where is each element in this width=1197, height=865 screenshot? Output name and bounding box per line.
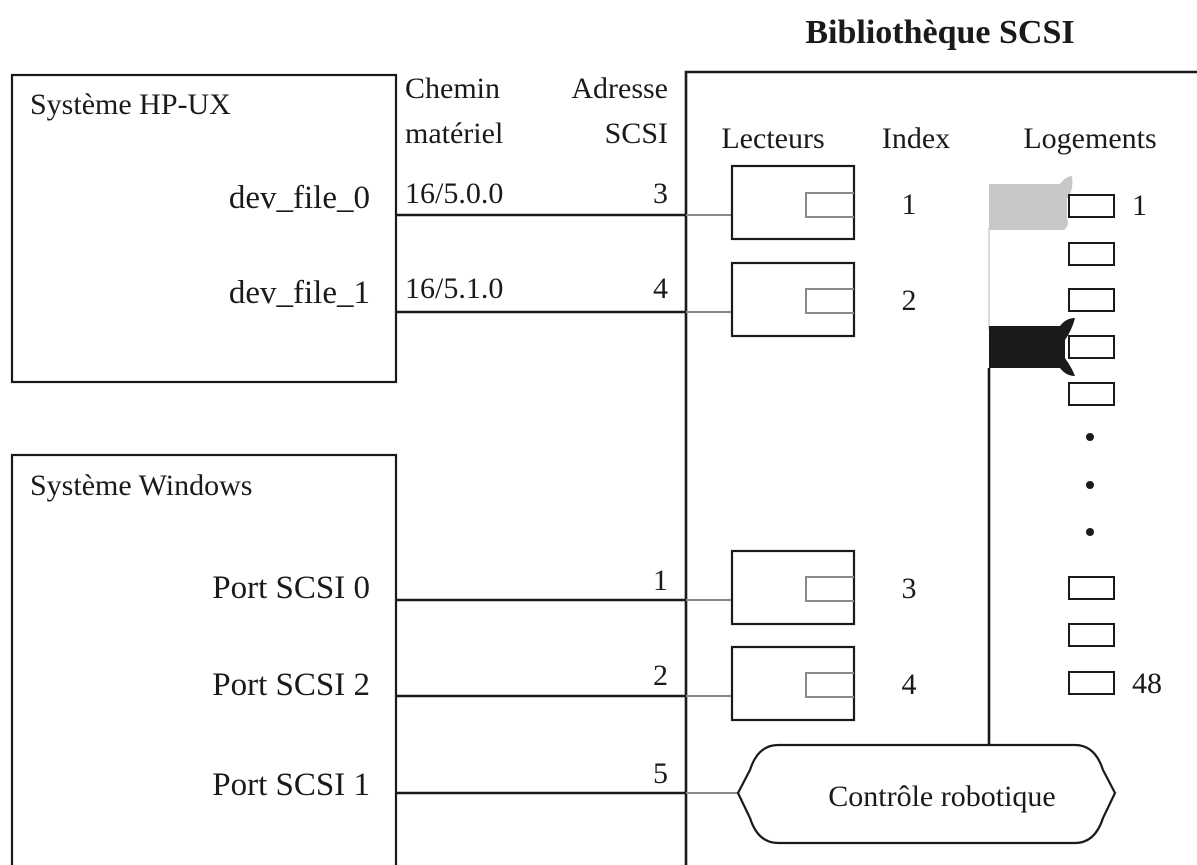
scsi-address-windows-1: 5 (653, 757, 668, 790)
drive-index-1: 1 (902, 188, 917, 221)
drive-index-4: 4 (902, 668, 917, 701)
windows-port-2: Port SCSI 2 (212, 667, 370, 703)
hpux-device-0: dev_file_0 (229, 180, 370, 216)
slot-47 (1068, 623, 1115, 647)
drive-3 (730, 549, 856, 626)
header-hardware-path-1: Chemin (405, 72, 500, 105)
windows-port-1: Port SCSI 1 (212, 767, 370, 803)
robotic-control (736, 743, 1117, 845)
header-scsi-address-1: Adresse (571, 72, 668, 105)
slot-48 (1068, 671, 1115, 695)
header-slots: Logements (1023, 122, 1156, 155)
header-hardware-path-2: matériel (405, 117, 503, 150)
picker-ghost (988, 176, 1073, 330)
header-scsi-address-2: SCSI (605, 117, 668, 150)
hpux-system-box (10, 73, 398, 384)
ellipsis-dot (1086, 433, 1094, 441)
hpux-device-1: dev_file_1 (229, 275, 370, 311)
drive-1 (730, 164, 856, 241)
slot-label-last: 48 (1132, 667, 1162, 700)
slot-column (1068, 194, 1115, 695)
picker-active (987, 318, 1075, 745)
hardware-path-1: 16/5.1.0 (405, 272, 503, 305)
scsi-address-windows-2: 2 (653, 659, 668, 692)
hpux-system-title: Système HP-UX (30, 88, 231, 121)
scsi-address-hpux-1: 4 (653, 272, 668, 305)
slot-1 (1068, 194, 1115, 218)
header-index: Index (882, 122, 950, 155)
drive-index-2: 2 (902, 284, 917, 317)
slot-46 (1068, 576, 1115, 600)
drive-index-3: 3 (902, 572, 917, 605)
slot-2 (1068, 242, 1115, 266)
ellipsis-dot (1086, 528, 1094, 536)
robotic-control-label: Contrôle robotique (828, 780, 1055, 813)
hardware-path-0: 16/5.0.0 (405, 177, 503, 210)
slot-4 (1068, 335, 1115, 359)
ellipsis-dot (1086, 481, 1094, 489)
header-drives: Lecteurs (721, 122, 824, 155)
slot-label-first: 1 (1132, 189, 1147, 222)
slot-3 (1068, 288, 1115, 312)
slot-5 (1068, 382, 1115, 406)
library-title: Bibliothèque SCSI (805, 14, 1074, 51)
library-box (684, 70, 1197, 865)
windows-system-box (10, 453, 398, 865)
windows-port-0: Port SCSI 0 (212, 570, 370, 606)
drive-2 (730, 261, 856, 338)
scsi-address-windows-0: 1 (653, 564, 668, 597)
scsi-address-hpux-0: 3 (653, 177, 668, 210)
drive-4 (730, 645, 856, 722)
windows-system-title: Système Windows (30, 469, 252, 502)
